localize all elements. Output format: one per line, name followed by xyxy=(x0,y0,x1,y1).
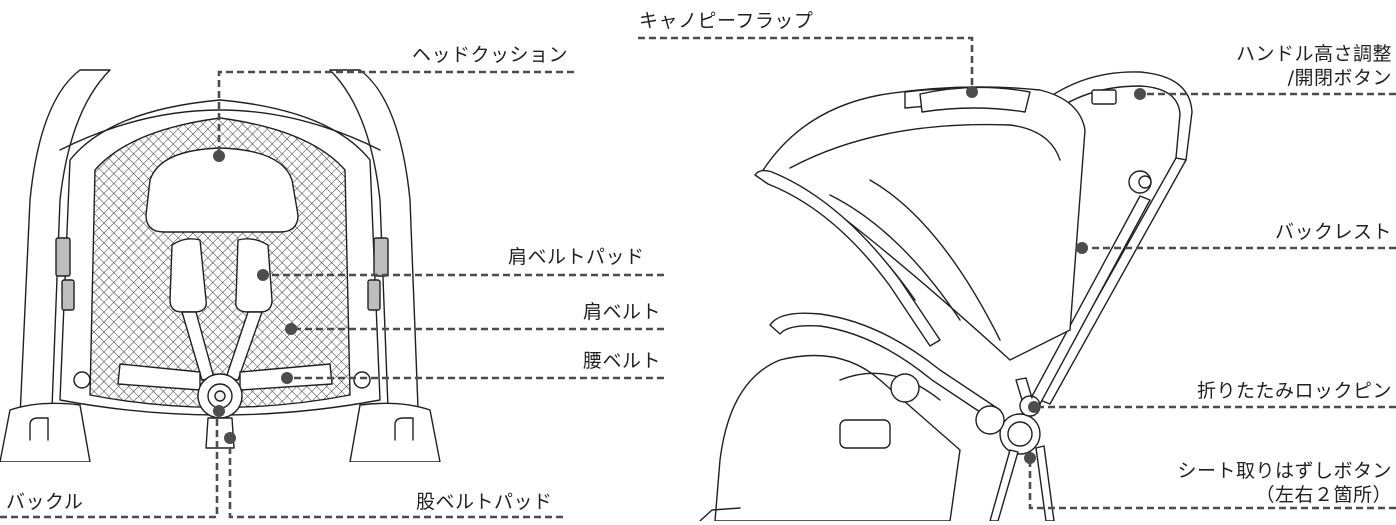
label-crotch-belt-pad: 股ベルトパッド xyxy=(416,491,553,513)
marker-shoulder-belt xyxy=(285,323,297,335)
stroller-illustration xyxy=(699,71,1193,522)
label-handle-button-line1: ハンドル高さ調整 xyxy=(1235,43,1392,65)
marker-handle-button xyxy=(1134,88,1146,100)
marker-buckle xyxy=(213,405,225,417)
marker-canopy-flap xyxy=(966,86,978,98)
label-waist-belt: 腰ベルト xyxy=(583,350,662,372)
label-canopy-flap: キャノピーフラップ xyxy=(639,10,814,32)
label-shoulder-belt-pad: 肩ベルトパッド xyxy=(508,246,645,268)
label-handle-button-line2: /開閉ボタン xyxy=(1287,67,1392,89)
marker-shoulder-belt-pad xyxy=(257,269,269,281)
marker-seat-release xyxy=(1024,452,1036,464)
label-backrest: バックレスト xyxy=(1274,221,1392,243)
marker-backrest xyxy=(1076,242,1088,254)
leader-canopy-flap xyxy=(638,36,974,90)
label-buckle: バックル xyxy=(6,491,84,513)
leader-head-cushion xyxy=(217,70,574,156)
marker-crotch-belt-pad xyxy=(224,432,236,444)
leader-lines xyxy=(0,36,1396,519)
leader-seat-release xyxy=(1028,462,1396,510)
label-seat-release-line2: （左右２箇所） xyxy=(1255,484,1392,506)
marker-folding-lock-pin xyxy=(1028,401,1040,413)
label-seat-release-line1: シート取りはずしボタン xyxy=(1177,460,1392,482)
leader-crotch-belt-pad xyxy=(228,440,563,519)
seat-front-illustration xyxy=(0,69,441,462)
label-folding-lock-pin: 折りたたみロックピン xyxy=(1196,380,1392,402)
leader-buckle xyxy=(0,413,219,519)
label-shoulder-belt: 肩ベルト xyxy=(583,301,662,323)
label-head-cushion: ヘッドクッション xyxy=(412,44,569,66)
marker-waist-belt xyxy=(281,372,293,384)
marker-head-cushion xyxy=(213,150,225,162)
